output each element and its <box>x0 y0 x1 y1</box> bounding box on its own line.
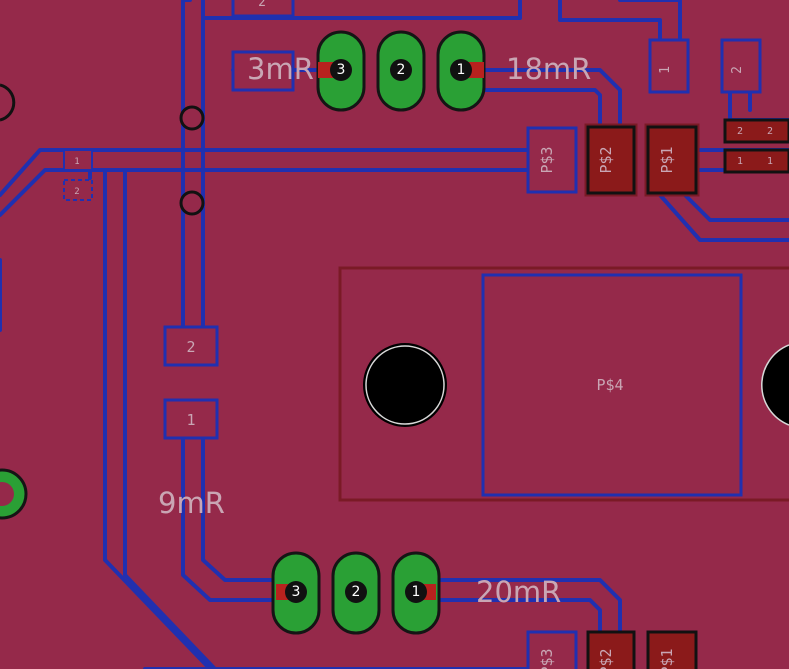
pad-bottom-ps2 <box>586 630 636 669</box>
smd-corner-bottom-label: 1 <box>737 156 743 167</box>
drill-hole <box>285 581 307 603</box>
drill-hole <box>345 581 367 603</box>
pad-ps2 <box>586 125 636 195</box>
mounting-hole-ring <box>365 345 445 425</box>
drill-hole <box>405 581 427 603</box>
smd-small-left-1-label: 1 <box>74 157 79 167</box>
trace <box>181 438 292 602</box>
resistor-bottom-pin-label: 2 <box>352 584 361 600</box>
pad-top-right-1 <box>648 38 690 94</box>
pad-ps2-label: P$2 <box>597 146 615 173</box>
pad-vertical-2-label: 2 <box>186 338 195 356</box>
trace <box>658 193 789 242</box>
drill-hole <box>330 59 352 81</box>
pad-vertical-1-label: 1 <box>186 411 195 429</box>
trace <box>123 168 217 669</box>
resistor-top: 3 2 1 <box>316 30 486 112</box>
resistor-bottom-left-value: 9mR <box>158 486 225 520</box>
resistor-top-pin-label: 1 <box>457 62 466 78</box>
trace <box>103 168 212 669</box>
trace <box>0 148 532 197</box>
drill-hole <box>450 59 472 81</box>
resistor-top-right-value: 18mR <box>506 52 591 86</box>
pad-left-of-3mr <box>231 50 295 92</box>
via-edge <box>0 83 16 122</box>
trace <box>458 88 602 132</box>
resistor-bottom-pin-label: 1 <box>412 584 421 600</box>
pad-ps3-label: P$3 <box>538 146 556 173</box>
pad-bottom-ps3 <box>526 630 578 669</box>
smd-small-left-1 <box>63 149 93 171</box>
pad-ps1-label: P$1 <box>658 146 676 173</box>
via <box>179 190 205 216</box>
pad-top-right-1-label: 1 <box>658 66 673 74</box>
resistor-bottom-right-value: 20mR <box>476 575 561 609</box>
trace <box>618 0 682 42</box>
via <box>179 105 205 131</box>
pad-ps1-outline <box>644 123 700 197</box>
trace <box>181 0 522 20</box>
pad-ps1 <box>646 125 698 195</box>
pad-bottom-ps3-label: P$3 <box>538 648 556 669</box>
smd-corner-bottom <box>723 148 789 174</box>
trace <box>558 0 662 42</box>
resistor-bottom: 3 2 1 <box>271 551 441 635</box>
trace <box>201 438 282 582</box>
smd-small-left-2 <box>63 179 93 201</box>
drill-hole <box>390 59 412 81</box>
pad-vertical-1 <box>163 398 219 440</box>
pad-bottom-ps1 <box>646 630 698 669</box>
pad-ps4-outline <box>481 273 743 497</box>
pad-bottom-ps1-label: P$1 <box>658 648 676 669</box>
pad-top-frag <box>231 0 295 18</box>
smd-corner-top <box>723 118 789 144</box>
pad-top-2-label: 2 <box>258 0 266 2</box>
smd-small-left-2-label: 2 <box>74 187 79 197</box>
resistor-top-pin-label: 3 <box>337 62 346 78</box>
trace <box>683 193 789 222</box>
resistor-bottom-pin-label: 3 <box>292 584 301 600</box>
trace <box>0 168 532 217</box>
pad-top-frag-label: 2 <box>258 0 266 10</box>
resistor-top-left-value: 3mR <box>247 52 314 86</box>
module-outline <box>338 266 789 502</box>
pad-ps2-outline <box>584 123 638 197</box>
pad-vertical-2 <box>163 325 219 367</box>
pad-ps3 <box>526 126 578 194</box>
pad-ps4-label: P$4 <box>596 376 623 394</box>
tht-pad-edge-copper <box>0 482 14 506</box>
pad-top-right-2 <box>720 38 762 94</box>
mounting-hole-edge <box>761 344 789 426</box>
smd-corner-top-label: 2 <box>737 126 743 137</box>
smd-corner-top-label-b: 2 <box>767 126 773 137</box>
smd-corner-bottom-label-b: 1 <box>767 156 773 167</box>
pad-bottom-ps2-label: P$2 <box>597 648 615 669</box>
trace <box>458 68 622 132</box>
pad-top-right-2-label: 2 <box>730 66 745 74</box>
resistor-top-pin-label: 2 <box>397 62 406 78</box>
